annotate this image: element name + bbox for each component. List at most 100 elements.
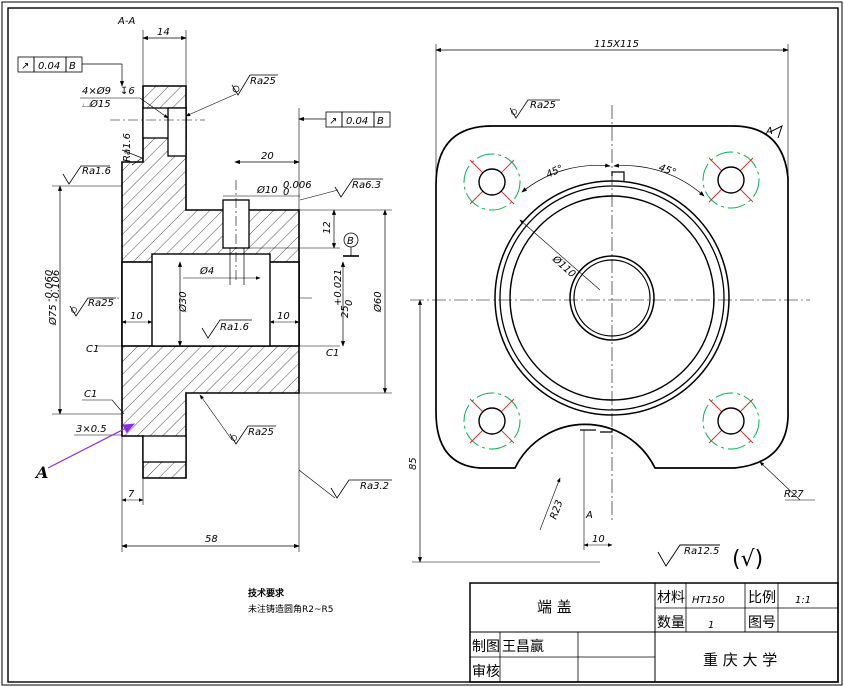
svg-text:B: B [377, 116, 384, 127]
roughness-bore: Ra1.6 [201, 319, 252, 339]
inner-bore [151, 253, 271, 347]
svg-text:A: A [585, 510, 593, 521]
roughness-pin: Ra6.3 [299, 178, 383, 201]
svg-text:Ra1.6: Ra1.6 [220, 322, 249, 333]
roughness-flange-face: Ra1.6 [122, 133, 133, 162]
section-label: A-A [117, 16, 135, 27]
dim-total-len: 58 [205, 534, 218, 545]
svg-text:-0.106: -0.106 [51, 270, 62, 302]
svg-text:0.04: 0.04 [38, 61, 60, 72]
dim-angle-right: 45° [657, 162, 677, 178]
circle-outer-ring [494, 180, 730, 416]
dim-w10: 10 [592, 534, 605, 545]
dim-h85: 85 [408, 457, 419, 470]
svg-text:0: 0 [344, 300, 355, 306]
dim-small-hole: Ø4 [199, 265, 214, 277]
dim-square: 115X115 [594, 39, 639, 50]
scale-label: 比例 [748, 590, 776, 606]
roughness-bottom: Ra25 [199, 394, 276, 445]
dim-bore: Ø30 [177, 291, 189, 313]
general-roughness: Ra12.5 (√) [657, 544, 763, 572]
svg-text:Ra25: Ra25 [530, 100, 556, 111]
check-label: 审核 [472, 664, 500, 680]
material: HT150 [692, 595, 725, 606]
drawn-label: 制图 [472, 639, 500, 655]
roughness-top: Ra25 [185, 74, 278, 117]
dim-bore-len-right: 10 [277, 311, 290, 322]
dim-d75: Ø75 [47, 304, 59, 326]
tolerance-frame-left: ↗ 0.04 B [17, 56, 125, 87]
svg-text:B: B [69, 61, 76, 72]
dim-d25: 25 [340, 305, 351, 318]
dim-groove: 3×0.5 [76, 424, 107, 435]
hole-bl [463, 392, 521, 450]
title-block: 端 盖 材料 HT150 比例 1:1 数量 1 图号 制图 王昌赢 审核 重 … [469, 582, 839, 683]
hole-tr [702, 151, 760, 209]
chamfer-c1-left: C1 [86, 344, 99, 355]
roughness-left-face: Ra25 [69, 297, 116, 317]
label-a: A [34, 463, 48, 482]
dim-hub-len: 20 [261, 151, 274, 162]
svg-text:A: A [765, 126, 773, 137]
dim-flange-thk: 14 [157, 27, 170, 38]
chamfer-c1-right: C1 [326, 348, 339, 359]
qty-label: 数量 [657, 615, 685, 631]
svg-text:Ra25: Ra25 [88, 298, 114, 309]
svg-text:+0.021: +0.021 [333, 269, 344, 306]
svg-text:↗: ↗ [21, 61, 29, 72]
dim-bore-len-left: 10 [130, 311, 143, 322]
dim-r27: R27 [784, 489, 804, 500]
roughness-front: Ra25 [509, 99, 560, 119]
datum-b: B [343, 232, 359, 257]
svg-text:Ra6.3: Ra6.3 [352, 180, 381, 191]
drawing-no-label: 图号 [748, 615, 776, 631]
scale: 1:1 [795, 595, 811, 606]
counterbore-deep [167, 107, 187, 157]
svg-text:↗: ↗ [329, 116, 337, 127]
arrow-a [47, 423, 136, 469]
circle-bore [573, 259, 651, 337]
hole-br [702, 392, 760, 450]
roughness-left: Ra1.6 [62, 165, 111, 185]
svg-text:0: 0 [283, 187, 289, 198]
svg-text:B: B [347, 236, 354, 247]
part-name: 端 盖 [537, 598, 572, 616]
circle-bore-outer [569, 255, 655, 341]
dim-w7: 7 [128, 489, 135, 500]
dim-pin-hole: Ø10 [256, 184, 278, 196]
svg-text:↧6: ↧6 [120, 86, 135, 97]
svg-text:Ra25: Ra25 [248, 427, 274, 438]
tolerance-frame-right: ↗ 0.04 B [298, 111, 391, 128]
material-label: 材料 [657, 590, 685, 606]
section-mark-a: A A [580, 125, 783, 521]
front-view: 115X115 Ra25 A A 45° 45° Ø110 85 R [408, 39, 815, 563]
svg-text:4×Ø9: 4×Ø9 [82, 85, 111, 97]
circle-d110 [499, 185, 725, 411]
qty: 1 [708, 620, 714, 631]
part-outline [435, 125, 789, 469]
inner-border [7, 7, 839, 683]
section-view: A-A 14 ↗ 0.04 B [17, 16, 392, 552]
dim-pin-depth: 12 [322, 221, 333, 234]
chamfer-c1-bottom: C1 [84, 389, 97, 400]
dim-angle-left: 45° [545, 163, 566, 180]
svg-text:Ra12.5: Ra12.5 [684, 546, 719, 557]
counterbore-bottom [142, 435, 187, 463]
svg-text:-0.060: -0.060 [44, 270, 55, 302]
svg-text:Ra3.2: Ra3.2 [360, 481, 389, 492]
svg-text:0.04: 0.04 [346, 116, 368, 127]
dim-d60: Ø60 [372, 291, 384, 313]
hole-tl [463, 153, 521, 211]
svg-text:⌴Ø15: ⌴Ø15 [82, 98, 111, 110]
roughness-back: Ra3.2 [298, 469, 392, 499]
notes-text: 未注铸造圆角R2~R5 [248, 603, 334, 615]
drawn-by: 王昌赢 [502, 638, 544, 655]
svg-text:Ra1.6: Ra1.6 [82, 166, 111, 177]
svg-text:0.006: 0.006 [283, 180, 312, 191]
dim-d110: Ø110 [549, 253, 578, 281]
notes-title: 技术要求 [248, 587, 285, 599]
general-roughness-paren: (√) [732, 547, 763, 572]
school: 重 庆 大 学 [703, 651, 777, 669]
